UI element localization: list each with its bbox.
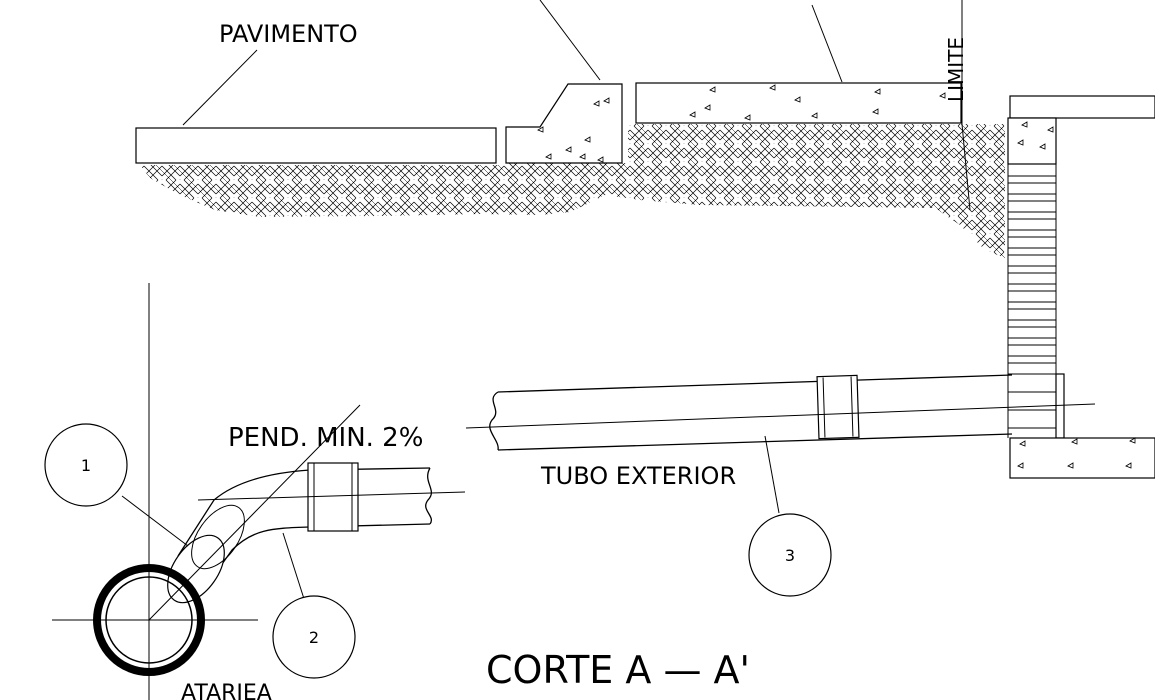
atarjea-label: ATARJEA [181, 681, 272, 700]
callout-3: 3 [748, 513, 832, 597]
elbow-pipe [167, 462, 466, 604]
soil-hatch [140, 124, 1005, 258]
sidewalk-slab [635, 82, 962, 124]
tubo-exterior-label: TUBO EXTERIOR [540, 462, 736, 490]
callout-2: 2 [272, 595, 356, 679]
section-title: CORTE A — A' [486, 648, 750, 692]
pavement-slab [135, 127, 497, 164]
pavimento-label: PAVIMENTO [219, 20, 358, 48]
exterior-pipe [465, 374, 1096, 451]
limite-label: LIMITE [944, 37, 968, 102]
callout-3-number: 3 [785, 546, 795, 565]
property-limit-line: LIMITE [944, 0, 971, 211]
atarjea-pipe [52, 283, 361, 700]
callout-1: 1 [44, 423, 128, 507]
brick-courses [1008, 175, 1056, 429]
leader-lines [121, 0, 843, 603]
curb [505, 83, 623, 164]
building-wall [1007, 95, 1155, 479]
callout-2-number: 2 [309, 628, 319, 647]
callout-1-number: 1 [81, 456, 91, 475]
pendiente-label: PEND. MIN. 2% [228, 423, 423, 453]
